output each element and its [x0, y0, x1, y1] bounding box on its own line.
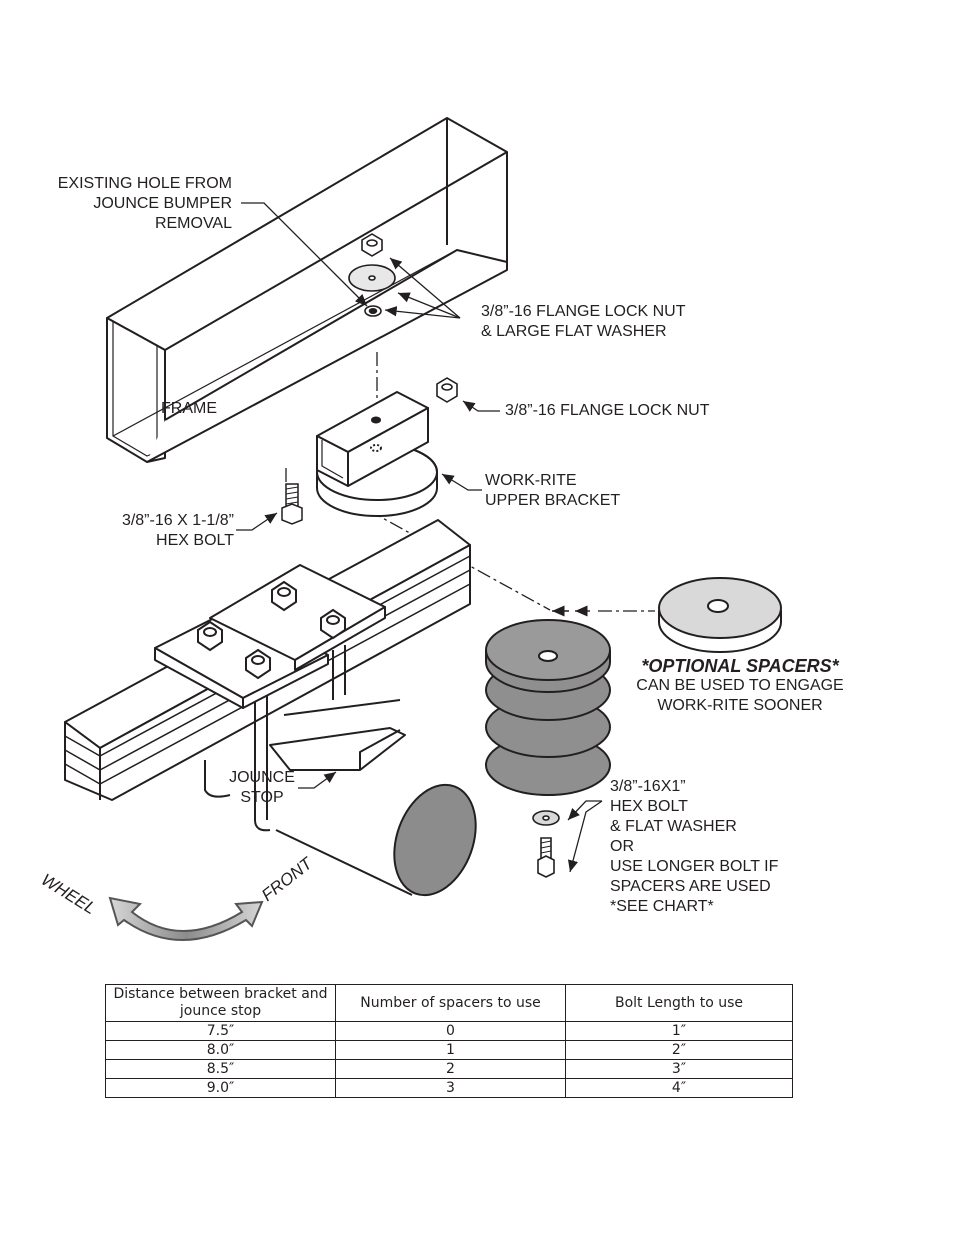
upper-bracket-label: WORK-RITE UPPER BRACKET	[485, 472, 621, 509]
table-cell: 7.5″	[105, 1021, 336, 1041]
rotation-arrow	[108, 896, 264, 941]
optional-spacer	[658, 577, 782, 653]
header-distance: Distance between bracket and jounce stop	[105, 984, 336, 1022]
lower-bolt-label: 3/8”-16X1” HEX BOLT & FLAT WASHER OR USE…	[610, 778, 779, 915]
table-row: 8.0″ 1 2″	[105, 1040, 793, 1060]
spacer-chart-table: Distance between bracket and jounce stop…	[105, 984, 793, 1098]
exploded-assembly-diagram	[64, 117, 782, 941]
table-cell: 3″	[565, 1059, 793, 1079]
existing-hole-label: EXISTING HOLE FROM JOUNCE BUMPER REMOVAL	[57, 175, 232, 232]
table-cell: 8.5″	[105, 1059, 336, 1079]
table-cell: 1	[335, 1040, 566, 1060]
table-cell: 4″	[565, 1078, 793, 1098]
table-cell: 0	[335, 1021, 566, 1041]
hex-bolt-label: 3/8”-16 X 1-1/8” HEX BOLT	[121, 512, 234, 549]
table-cell: 2″	[565, 1040, 793, 1060]
optional-spacers-label: *OPTIONAL SPACERS* CAN BE USED TO ENGAGE…	[620, 656, 860, 716]
frame-label: FRAME	[161, 400, 217, 417]
table-row: 9.0″ 3 4″	[105, 1078, 793, 1098]
table-header-row: Distance between bracket and jounce stop…	[105, 984, 793, 1022]
table-cell: 2	[335, 1059, 566, 1079]
header-spacers: Number of spacers to use	[335, 984, 566, 1022]
table-cell: 9.0″	[105, 1078, 336, 1098]
jounce-stop-bracket	[269, 727, 406, 771]
lower-bolt	[532, 810, 560, 878]
frame-channel	[106, 117, 508, 463]
table-row: 7.5″ 0 1″	[105, 1021, 793, 1041]
leader-lines	[236, 202, 603, 873]
table-cell: 8.0″	[105, 1040, 336, 1060]
header-bolt-length: Bolt Length to use	[565, 984, 793, 1022]
table-cell: 1″	[565, 1021, 793, 1041]
clamp-nuts	[197, 580, 346, 680]
optional-spacers-title: *OPTIONAL SPACERS*	[641, 656, 839, 676]
table-row: 8.5″ 2 3″	[105, 1059, 793, 1079]
upper-bracket	[316, 391, 438, 517]
hex-bolt-left	[281, 483, 303, 525]
frame-hardware	[348, 233, 396, 317]
flange-nut-washer-label: 3/8”-16 FLANGE LOCK NUT & LARGE FLAT WAS…	[481, 303, 686, 340]
clamp-plates	[154, 564, 386, 709]
bracket-nut	[436, 377, 458, 403]
flange-nut-label: 3/8”-16 FLANGE LOCK NUT	[505, 402, 710, 419]
work-rite-bumper	[485, 619, 611, 796]
u-bolts	[204, 645, 346, 832]
jounce-stop-label: JOUNCE STOP	[229, 769, 295, 806]
table-cell: 3	[335, 1078, 566, 1098]
